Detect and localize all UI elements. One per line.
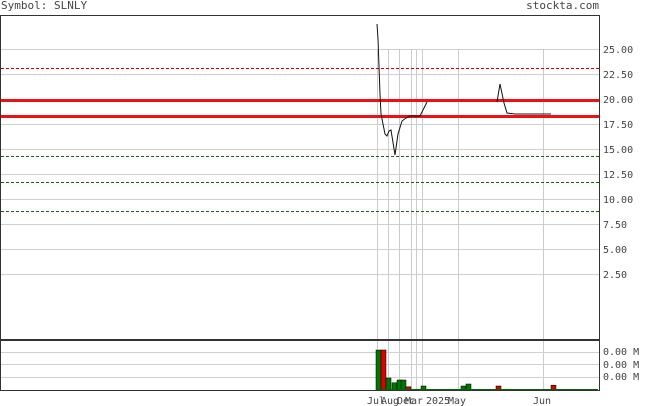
volume-bars xyxy=(375,349,598,391)
price-tick-label: 20.00 xyxy=(603,95,633,106)
symbol-label: Symbol: SLNLY xyxy=(1,0,88,12)
volume-bar xyxy=(380,349,387,391)
volume-tick-label: 0.00 M xyxy=(603,347,639,358)
x-axis-label: Aug xyxy=(381,396,399,406)
x-axis-label: 2025 xyxy=(426,396,450,406)
price-series-segment xyxy=(496,83,551,115)
price-tick-label: 25.00 xyxy=(603,45,633,56)
volume-panel-frame xyxy=(0,340,600,391)
volume-bar xyxy=(400,379,407,391)
x-axis-label: Jun xyxy=(533,396,551,406)
brand-label: stockta.com xyxy=(526,0,599,12)
price-tick-label: 5.00 xyxy=(603,245,627,256)
price-tick-label: 2.50 xyxy=(603,270,627,281)
price-tick-label: 10.00 xyxy=(603,195,633,206)
support-resistance-lines xyxy=(1,68,599,212)
price-tick-label: 17.50 xyxy=(603,120,633,131)
price-tick-label: 7.50 xyxy=(603,220,627,231)
x-axis-label: Mar xyxy=(405,396,423,406)
x-axis-label: Dec xyxy=(397,396,415,406)
volume-bar xyxy=(391,382,398,391)
price-grid xyxy=(1,49,599,275)
volume-bar xyxy=(375,349,382,391)
x-axis-label: May xyxy=(448,396,466,406)
x-axis-label: Jul xyxy=(367,396,385,406)
volume-tick-label: 0.00 M xyxy=(603,372,639,383)
price-tick-label: 22.50 xyxy=(603,70,633,81)
price-panel-frame xyxy=(0,15,600,340)
volume-bar xyxy=(385,377,392,391)
price-axis-ticks: 25.00 22.50 20.00 17.50 15.00 12.50 10.00 7.50 5… xyxy=(603,45,633,281)
volume-axis-ticks: 0.00 M0.00 M0.00 M xyxy=(603,347,639,383)
volume-tick-label: 0.00 M xyxy=(603,360,639,371)
price-tick-label: 15.00 xyxy=(603,145,633,156)
price-line xyxy=(376,23,551,156)
price-series-segment xyxy=(376,23,428,156)
price-tick-label: 12.50 xyxy=(603,170,633,181)
